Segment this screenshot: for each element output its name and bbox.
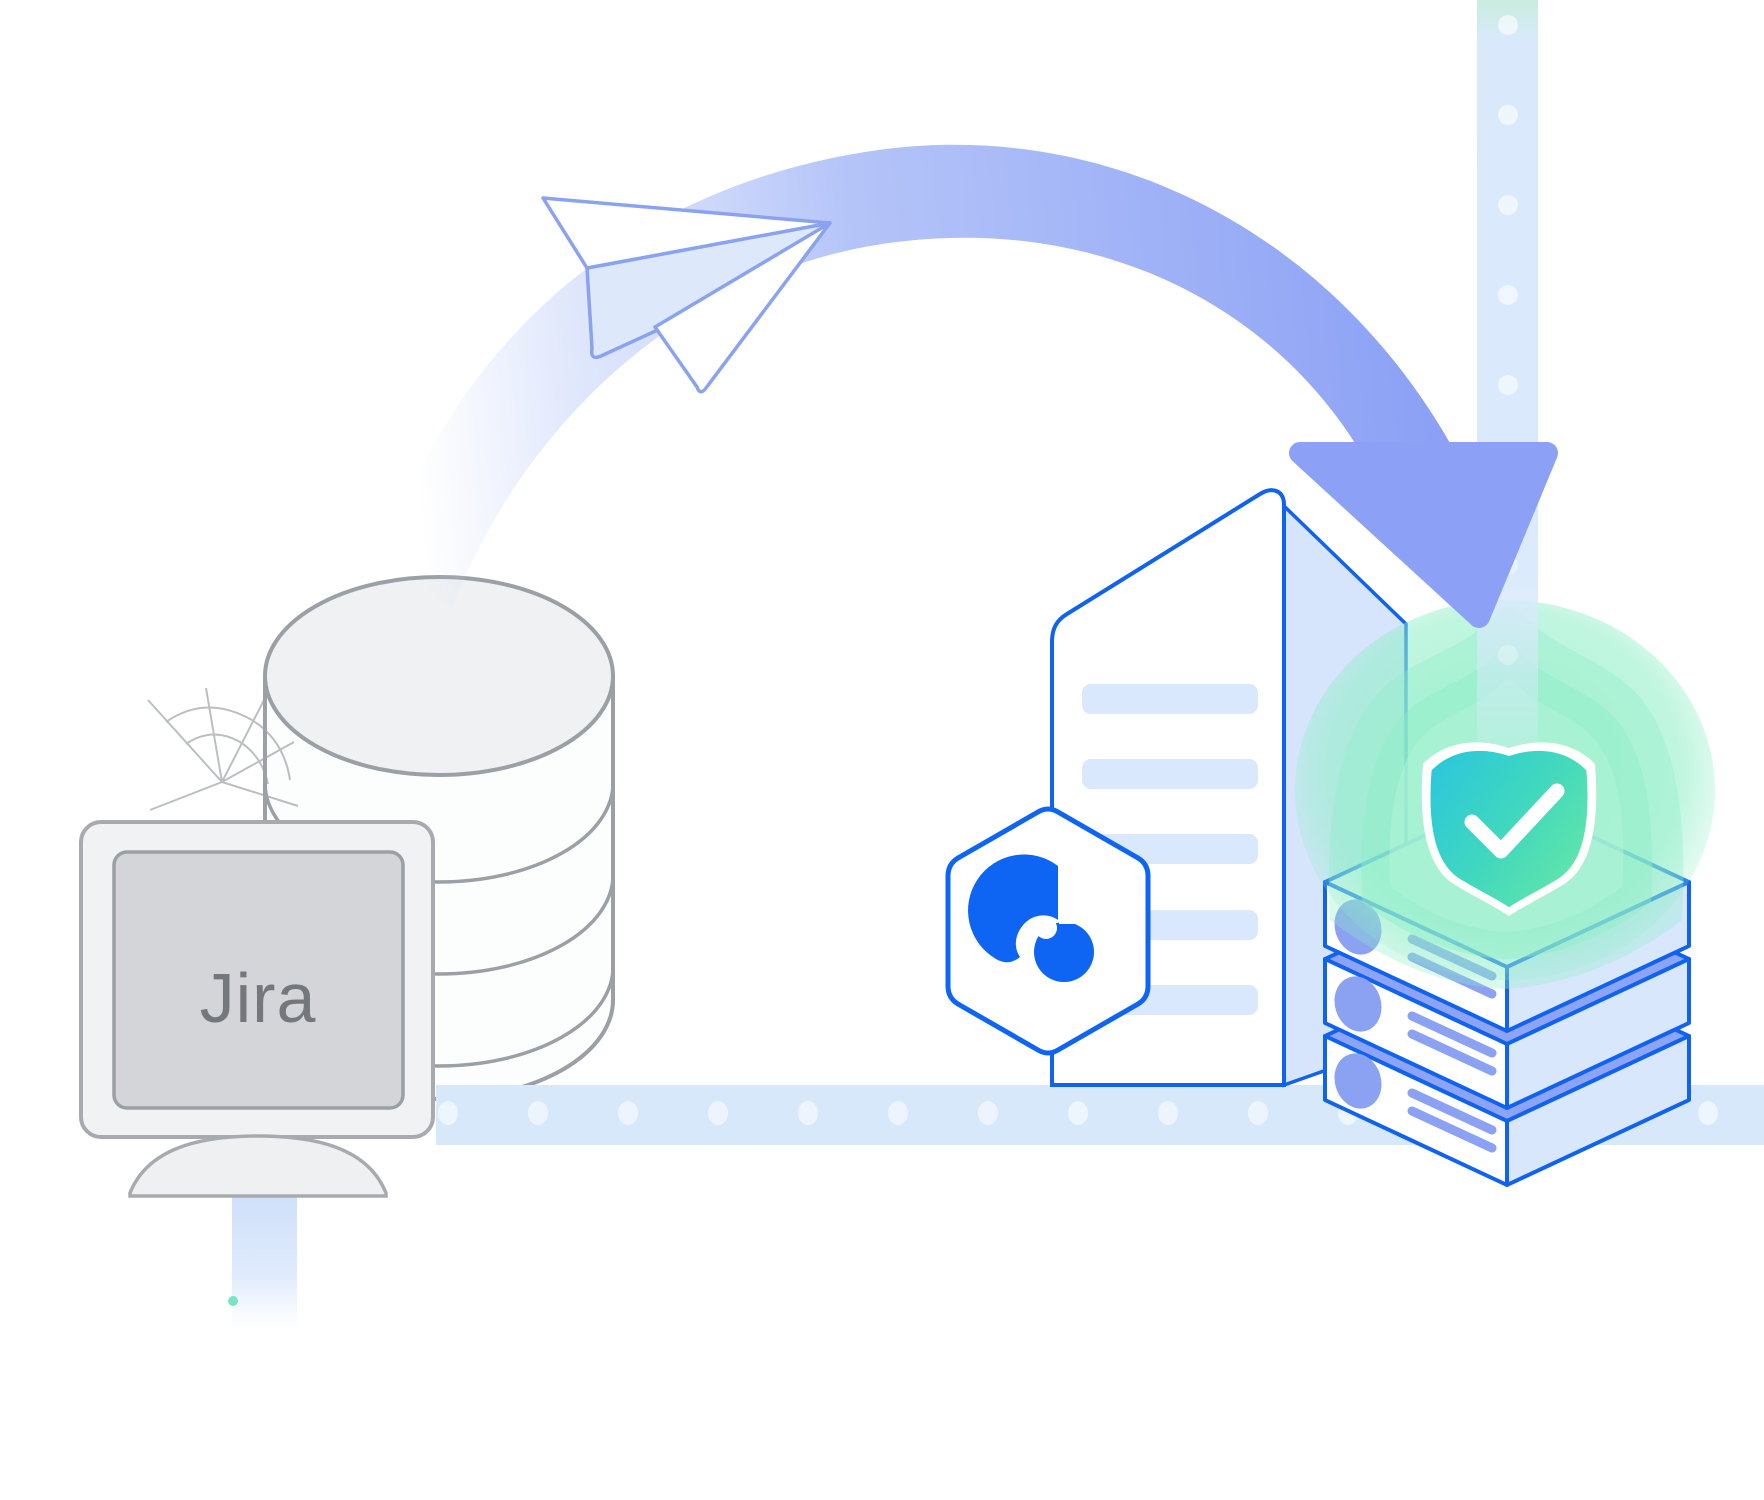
monitor-stand bbox=[128, 1134, 388, 1198]
accent-dot bbox=[228, 1296, 238, 1306]
checkmark-icon bbox=[1464, 783, 1565, 859]
hexagon-badge bbox=[945, 806, 1151, 1056]
arrowhead bbox=[1289, 442, 1558, 628]
dotted-band-vertical bbox=[1477, 0, 1538, 800]
gear-logo-icon bbox=[968, 854, 1094, 982]
speed-lines bbox=[499, 528, 1197, 1031]
paper-plane-icon bbox=[541, 196, 832, 394]
monitor-cable bbox=[232, 1196, 297, 1326]
monitor-screen bbox=[112, 850, 405, 1110]
jira-label: Jira bbox=[200, 959, 317, 1037]
cobweb-icon bbox=[147, 687, 299, 811]
shield-icon bbox=[1421, 742, 1597, 916]
monitor-icon: Jira bbox=[79, 820, 435, 1326]
